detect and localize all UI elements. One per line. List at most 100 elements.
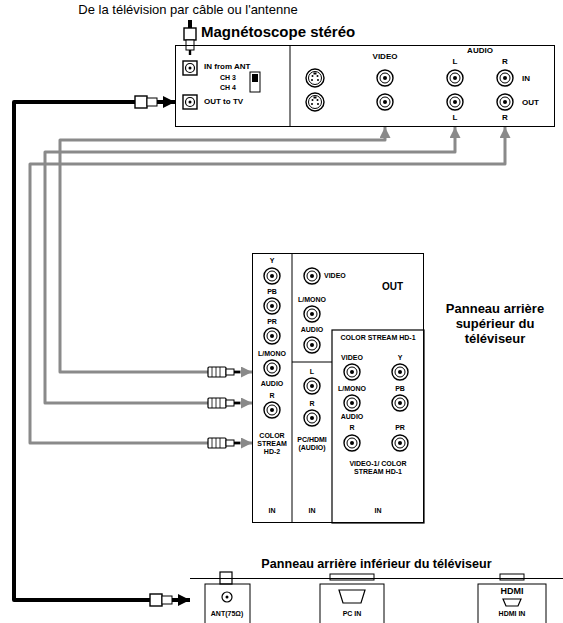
coax-cable [14, 102, 190, 600]
jack-label: R [475, 113, 535, 122]
tv-lower-jacks [205, 572, 546, 623]
tv-upper-jacks [304, 306, 320, 322]
vcr-jacks [377, 70, 393, 86]
jack-label: OUT to TV [204, 97, 243, 106]
jack-label: IN [522, 74, 530, 83]
av-cable [30, 127, 505, 443]
vcr-jacks [250, 72, 260, 92]
panel-heading: Panneau arrière inférieur du téléviseur [190, 557, 563, 571]
jack-label: PR [242, 318, 302, 326]
tv-upper-jacks [344, 435, 360, 451]
vcr-jacks [377, 94, 393, 110]
jack-label: L [425, 113, 485, 122]
jack-label: IN [348, 507, 408, 515]
jack-label: R [322, 424, 382, 432]
tv-upper-jacks [304, 268, 320, 284]
tv-lower-jacks [222, 592, 232, 602]
tv-lower-jacks [330, 574, 374, 580]
av-cable [45, 127, 455, 403]
vcr-jacks [497, 94, 513, 110]
jack-label: COLOR STREAM HD-2 [253, 432, 291, 456]
jack-label: AUDIO [450, 46, 510, 55]
jack-label: L/MONO [322, 385, 382, 393]
jack-label: L/MONO [282, 296, 342, 304]
tv-upper-jacks [264, 328, 280, 344]
tv-lower-jacks [500, 574, 524, 580]
jack-label: ANT(75Ω) [197, 610, 257, 618]
cable-plug [208, 398, 240, 408]
jack-label: PB [370, 385, 430, 393]
tv-upper-jacks [264, 402, 280, 418]
cable-plug [208, 367, 240, 377]
jack-label: PB [242, 288, 302, 296]
jack-label: VIDEO-1/ COLOR STREAM HD-1 [346, 460, 410, 476]
tv-upper-jacks [292, 253, 293, 523]
cable-plug [150, 594, 177, 606]
tv-upper-jacks [264, 268, 280, 284]
jack-label: AUDIO [242, 380, 302, 388]
jack-label: IN [242, 507, 302, 515]
vcr-jacks [306, 69, 324, 87]
jack-label: IN [282, 507, 342, 515]
tv-upper-jacks [392, 435, 408, 451]
vcr-jacks [290, 45, 291, 127]
cable-plug [208, 438, 240, 448]
jack-label: OUT [382, 281, 403, 293]
jack-label: PR [370, 424, 430, 432]
tv-lower-jacks [320, 584, 384, 623]
jack-label: CH 4 [220, 84, 236, 92]
jack-label: R [242, 392, 302, 400]
jack-label: Y [242, 257, 302, 265]
jack-label: HDMI [482, 586, 542, 596]
tv-upper-jacks [304, 378, 320, 394]
jack-label: L [282, 368, 342, 376]
jack-label: AUDIO [322, 413, 382, 421]
panel-heading: Panneau arrière supérieur du téléviseur [431, 302, 559, 347]
jack-label: VIDEO [355, 52, 415, 61]
vcr-jacks [306, 93, 324, 111]
vcr-jacks [497, 70, 513, 86]
tv-upper-jacks [392, 364, 408, 380]
tv-lower-jacks [205, 584, 250, 623]
tv-upper-jacks [292, 362, 332, 363]
tv-upper-jacks [392, 395, 408, 411]
tv-lower-jacks [503, 599, 521, 606]
tv-upper-jacks [304, 337, 320, 353]
jack-label: Y [370, 354, 430, 362]
vcr-jacks [183, 45, 513, 127]
jack-label: PC/HDMI (AUDIO) [292, 436, 332, 452]
vcr-jacks [252, 74, 258, 82]
jack-label: L/MONO [242, 350, 302, 358]
antenna-cable [184, 28, 196, 55]
jack-label: PC IN [322, 610, 382, 618]
tv-lower-jacks [339, 590, 365, 603]
tv-lower-jacks [226, 596, 229, 599]
jack-label: CH 3 [220, 74, 236, 82]
vcr-jacks [447, 94, 463, 110]
tv-upper-jacks [264, 360, 280, 376]
jack-label: L [425, 57, 485, 66]
vcr-jacks [183, 95, 197, 109]
jack-label: COLOR STREAM HD-1 [335, 334, 421, 342]
jack-label: IN from ANT [204, 62, 250, 71]
source-label: De la télévision par câble ou l'antenne [28, 3, 348, 18]
tv-upper-jacks [264, 298, 280, 314]
cable-plug [135, 96, 240, 606]
panel-heading: Magnétoscope stéréo [201, 23, 355, 40]
cable-plug [135, 96, 162, 108]
jack-label: R [282, 400, 342, 408]
jack-label: VIDEO [324, 272, 346, 280]
tv-lower-jacks [478, 584, 546, 623]
antenna-cable [184, 20, 196, 55]
tv-upper-jacks [344, 395, 360, 411]
tv-upper-jacks [304, 410, 320, 426]
jack-label: VIDEO [322, 354, 382, 362]
jack-label: OUT [522, 98, 539, 107]
tv-upper-jacks [344, 364, 360, 380]
jack-label: HDMI IN [482, 610, 542, 618]
vcr-jacks [183, 61, 197, 75]
jack-label: AUDIO [282, 326, 342, 334]
vcr-jacks [447, 70, 463, 86]
jack-label: R [475, 57, 535, 66]
